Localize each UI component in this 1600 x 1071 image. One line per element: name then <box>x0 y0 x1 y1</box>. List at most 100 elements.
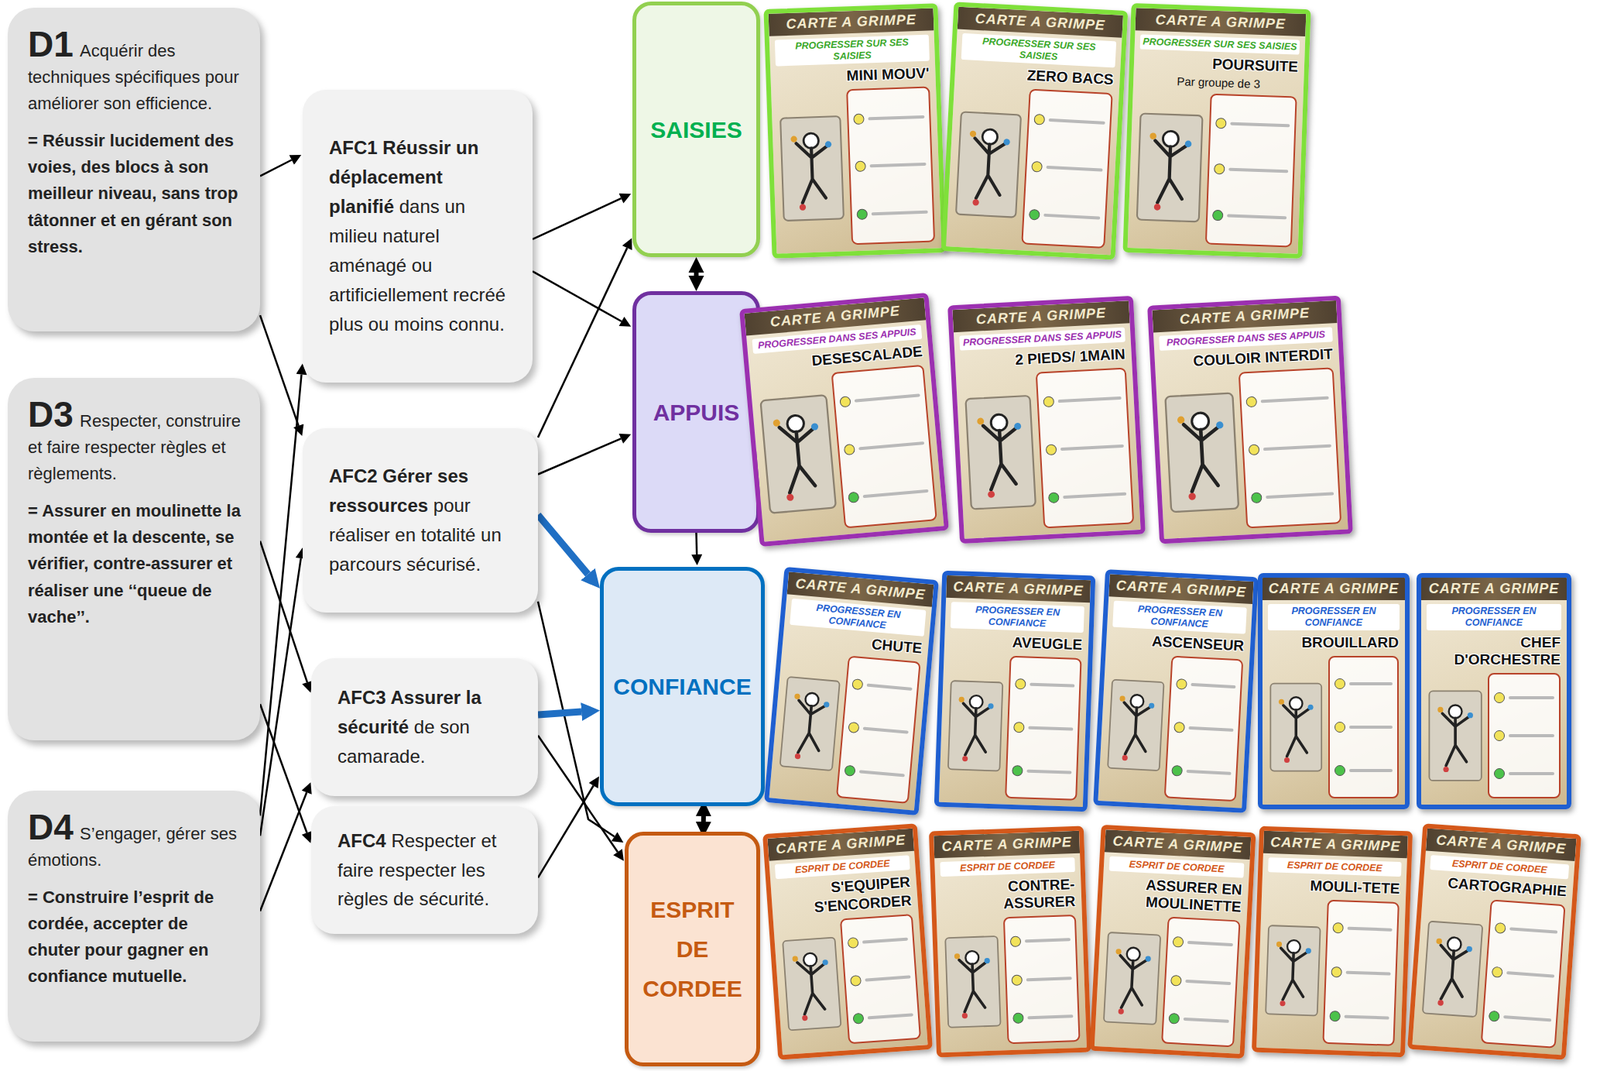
text-placeholder <box>1043 213 1100 220</box>
check-circle <box>853 1011 865 1024</box>
hold <box>962 1012 968 1018</box>
card-name: ASCENSEUR <box>1151 632 1244 655</box>
text-placeholder <box>1027 1014 1074 1019</box>
hold <box>811 422 819 431</box>
card-illustration <box>775 650 844 798</box>
check-circle <box>856 208 867 220</box>
card-illustration <box>1427 672 1484 799</box>
hold <box>791 955 799 962</box>
card-illustration <box>1262 897 1323 1044</box>
wall-shape <box>1137 113 1203 222</box>
wall-shape <box>955 111 1021 217</box>
card-name: CONTRE-ASSURER <box>941 875 1076 915</box>
connector-arrow <box>260 315 299 426</box>
card-body <box>1097 648 1250 809</box>
hold <box>1003 138 1011 146</box>
text-placeholder <box>1058 396 1122 403</box>
card-panel <box>1003 914 1080 1044</box>
activity-card: CARTE A GRIMPEPROGRESSER EN CONFIANCEAVE… <box>934 570 1097 812</box>
hold <box>1121 754 1128 761</box>
text-placeholder <box>1191 682 1237 689</box>
hold <box>1148 702 1155 709</box>
hold <box>1154 203 1162 211</box>
wall-shape <box>1270 682 1322 771</box>
card-illustration <box>756 373 840 535</box>
card-body <box>936 910 1087 1052</box>
connector-arrow <box>532 198 622 240</box>
climber-figure <box>945 653 1006 799</box>
check-circle <box>847 491 860 504</box>
check-circle <box>853 113 864 124</box>
figure-body <box>1283 705 1309 757</box>
text-placeholder <box>865 974 912 981</box>
hold <box>972 198 980 206</box>
check-circle <box>1045 443 1058 456</box>
card-body <box>1155 363 1349 539</box>
hold <box>799 203 807 211</box>
afc-box: AFC4Respecter et faire respecter les règ… <box>311 805 538 934</box>
hold <box>1278 698 1285 704</box>
check-circle <box>1014 721 1025 733</box>
activity-card: CARTE A GRIMPEPROGRESSER SUR SES SAISIES… <box>941 1 1129 260</box>
card-names: CHEF D'ORCHESTRE <box>1421 631 1567 670</box>
figure-head <box>1289 696 1302 710</box>
check-circle <box>1491 966 1504 978</box>
hold <box>976 417 984 425</box>
check-circle <box>851 678 864 690</box>
domain-goal: = Construire l’esprit de cordée, accepte… <box>27 883 244 990</box>
text-placeholder <box>858 441 925 450</box>
connector-arrow <box>260 160 292 177</box>
card-row <box>1331 966 1392 980</box>
card-illustration <box>962 372 1039 533</box>
figure-body <box>1121 702 1151 755</box>
text-placeholder <box>863 726 909 734</box>
category-label: APPUIS <box>653 392 741 432</box>
wall-shape <box>1164 392 1239 512</box>
check-circle <box>1031 161 1043 173</box>
card-body <box>955 363 1141 539</box>
figure-head <box>786 414 805 432</box>
card-body <box>1262 652 1405 805</box>
hold <box>962 755 968 761</box>
climber-figure <box>1100 912 1164 1043</box>
text-placeholder <box>859 769 905 777</box>
card-row <box>1171 764 1232 779</box>
text-placeholder <box>1030 682 1076 688</box>
hold <box>794 692 801 699</box>
hold <box>1466 945 1473 952</box>
card-name: AVEUGLE <box>1011 633 1083 654</box>
text-placeholder <box>1508 733 1555 737</box>
card-header: CARTE A GRIMPE <box>933 830 1080 859</box>
hold <box>1149 132 1157 140</box>
wall-shape <box>965 395 1035 510</box>
check-circle <box>1172 935 1185 948</box>
card-illustration <box>945 653 1006 799</box>
hold <box>786 493 795 501</box>
card-row <box>1493 729 1555 741</box>
card-row <box>843 437 926 456</box>
activity-card: CARTE A GRIMPEPROGRESSER DANS SES APPUIS… <box>1147 295 1354 545</box>
card-body <box>938 650 1089 808</box>
check-circle <box>1331 966 1343 977</box>
card-panel <box>846 85 936 245</box>
card-row <box>1012 1010 1073 1025</box>
figure-head <box>1162 130 1179 148</box>
card-body <box>1094 909 1248 1054</box>
hold <box>1308 704 1314 710</box>
card-row <box>851 678 913 695</box>
text-placeholder <box>1260 396 1330 404</box>
climber-figure <box>1262 897 1323 1044</box>
card-panel <box>1020 88 1114 249</box>
check-circle <box>1493 692 1505 703</box>
card-row <box>853 111 926 125</box>
figure-body <box>1442 712 1469 765</box>
figure-head <box>1287 939 1301 953</box>
hold <box>1144 955 1152 962</box>
card-panel <box>1005 655 1083 801</box>
hold <box>987 702 994 709</box>
climber-figure <box>1134 90 1206 244</box>
wall-shape <box>948 680 1004 771</box>
card-row <box>1248 439 1332 456</box>
card-names: BROUILLARD <box>1262 631 1405 653</box>
afc-box: AFC1 Réussir un déplacement planifiédans… <box>302 89 533 383</box>
